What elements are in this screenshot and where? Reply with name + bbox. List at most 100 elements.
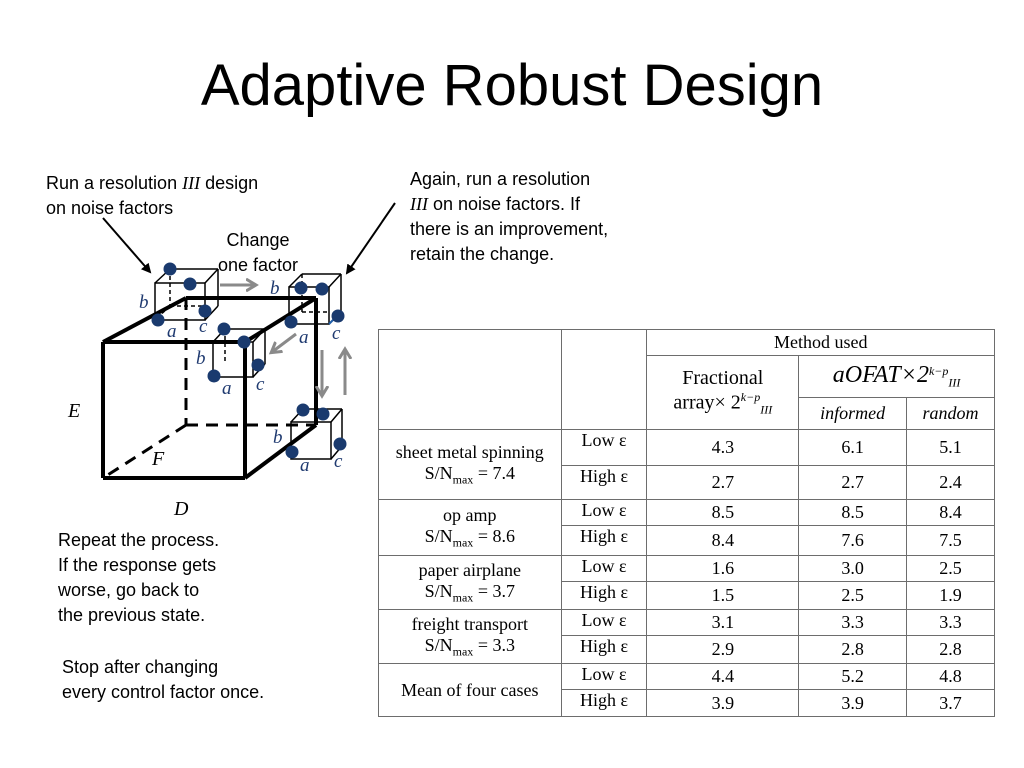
sn-sub: max xyxy=(452,535,474,550)
note-stop-line1: Stop after changing xyxy=(62,657,219,677)
value-fractional: 1.6 xyxy=(646,555,800,582)
case-name: op amp xyxy=(443,504,497,525)
value-random: 8.4 xyxy=(906,499,995,526)
control-factor-cube xyxy=(101,296,318,480)
design-point-dot xyxy=(237,335,251,349)
design-point-dot xyxy=(294,281,308,295)
table-corner xyxy=(378,329,562,430)
level-low: Low ε xyxy=(560,555,648,582)
header-informed: informed xyxy=(798,397,908,430)
level-high: High ε xyxy=(560,581,648,610)
value-fractional: 2.7 xyxy=(646,465,800,500)
value-random: 3.3 xyxy=(906,609,995,636)
note-again-line2: on noise factors. If xyxy=(427,194,581,214)
slide-title: Adaptive Robust Design xyxy=(200,53,824,118)
design-point-dot xyxy=(251,358,265,372)
case-snmax: S/Nmax = 7.4 xyxy=(381,463,559,488)
value-fractional: 2.9 xyxy=(646,635,800,664)
noise-cube-1 xyxy=(154,268,219,321)
label-D: D xyxy=(173,498,189,520)
value-fractional: 8.5 xyxy=(646,499,800,526)
case-name: paper airplane xyxy=(418,559,522,580)
note-repeat-line4: the previous state. xyxy=(58,605,206,625)
label-a: a xyxy=(300,455,310,476)
design-point-dot xyxy=(151,313,165,327)
note-repeat-line2: If the response gets xyxy=(58,555,217,575)
design-point-dot xyxy=(285,445,299,459)
results-table: Method used Fractional array× 2k−pIII aO… xyxy=(378,329,995,717)
label-c: c xyxy=(199,316,208,337)
header-fractional: Fractional array× 2k−pIII xyxy=(646,355,800,430)
note-repeat-line1: Repeat the process. xyxy=(58,530,220,550)
label-b: b xyxy=(139,292,149,313)
value-random: 7.5 xyxy=(906,525,995,556)
case-name: sheet metal spinning xyxy=(395,441,544,462)
level-low: Low ε xyxy=(560,663,648,690)
sn-sub: max xyxy=(452,472,474,487)
label-c: c xyxy=(334,451,343,472)
note-again-line4: retain the change. xyxy=(410,244,555,264)
design-point-dot xyxy=(163,262,177,276)
case-cell: paper airplane S/Nmax = 3.7 xyxy=(378,555,562,610)
sn-label: S/N xyxy=(424,525,453,546)
level-high: High ε xyxy=(560,525,648,556)
header-aofat-text: aOFAT×2 xyxy=(832,362,929,389)
note-again-line1: Again, run a resolution xyxy=(410,169,591,189)
note-again-line3: there is an improvement, xyxy=(410,219,609,239)
note-change-factor: Change one factor xyxy=(200,228,316,278)
value-fractional: 8.4 xyxy=(646,525,800,556)
header-random: random xyxy=(906,397,995,430)
level-high: High ε xyxy=(560,689,648,717)
value-random: 2.8 xyxy=(906,635,995,664)
mean-cell: Mean of four cases xyxy=(378,663,562,717)
callout-arrow-left xyxy=(102,217,152,274)
level-low: Low ε xyxy=(560,499,648,526)
header-fractional-line2: array× 2k−pIII xyxy=(649,390,796,418)
value-fractional: 4.3 xyxy=(646,429,800,466)
level-low: Low ε xyxy=(560,429,648,466)
value-informed: 6.1 xyxy=(798,429,908,466)
value-informed: 3.9 xyxy=(798,689,908,717)
design-point-dot xyxy=(207,369,221,383)
label-a: a xyxy=(299,327,309,348)
note-run-noise-line1-end: design xyxy=(200,173,259,193)
sn-value: = 7.4 xyxy=(473,462,515,483)
value-random: 2.4 xyxy=(906,465,995,500)
header-fractional-exp: k−p xyxy=(740,390,761,405)
label-F: F xyxy=(151,448,165,470)
note-run-noise-roman: III xyxy=(182,173,201,193)
note-run-noise-line1: Run a resolution xyxy=(46,173,183,193)
value-informed: 3.3 xyxy=(798,609,908,636)
design-point-dot xyxy=(333,437,347,451)
sn-value: = 3.3 xyxy=(473,634,515,655)
level-high: High ε xyxy=(560,465,648,500)
value-informed: 2.5 xyxy=(798,581,908,610)
label-c: c xyxy=(256,374,265,395)
label-a: a xyxy=(167,321,177,342)
value-informed: 2.8 xyxy=(798,635,908,664)
label-a: a xyxy=(222,378,232,399)
label-c: c xyxy=(332,323,341,344)
level-high: High ε xyxy=(560,635,648,664)
header-fractional-text: array× 2 xyxy=(673,391,741,414)
label-E: E xyxy=(67,400,80,422)
note-again-roman: III xyxy=(410,194,428,214)
design-point-dot xyxy=(296,403,310,417)
note-run-noise-line2: on noise factors xyxy=(46,198,174,218)
note-again: Again, run a resolution III on noise fac… xyxy=(410,167,608,267)
value-fractional: 4.4 xyxy=(646,663,800,690)
design-point-dot xyxy=(316,407,330,421)
case-snmax: S/Nmax = 3.7 xyxy=(381,581,559,606)
note-change-line1: Change xyxy=(226,230,290,250)
value-random: 1.9 xyxy=(906,581,995,610)
value-random: 5.1 xyxy=(906,429,995,466)
value-informed: 5.2 xyxy=(798,663,908,690)
case-snmax: S/Nmax = 8.6 xyxy=(381,526,559,551)
value-fractional: 1.5 xyxy=(646,581,800,610)
level-low: Low ε xyxy=(560,609,648,636)
change-arrow-back xyxy=(272,332,297,352)
case-snmax: S/Nmax = 3.3 xyxy=(381,635,559,660)
design-point-dot xyxy=(331,309,345,323)
design-point-dot xyxy=(198,304,212,318)
header-method-used: Method used xyxy=(646,329,995,356)
